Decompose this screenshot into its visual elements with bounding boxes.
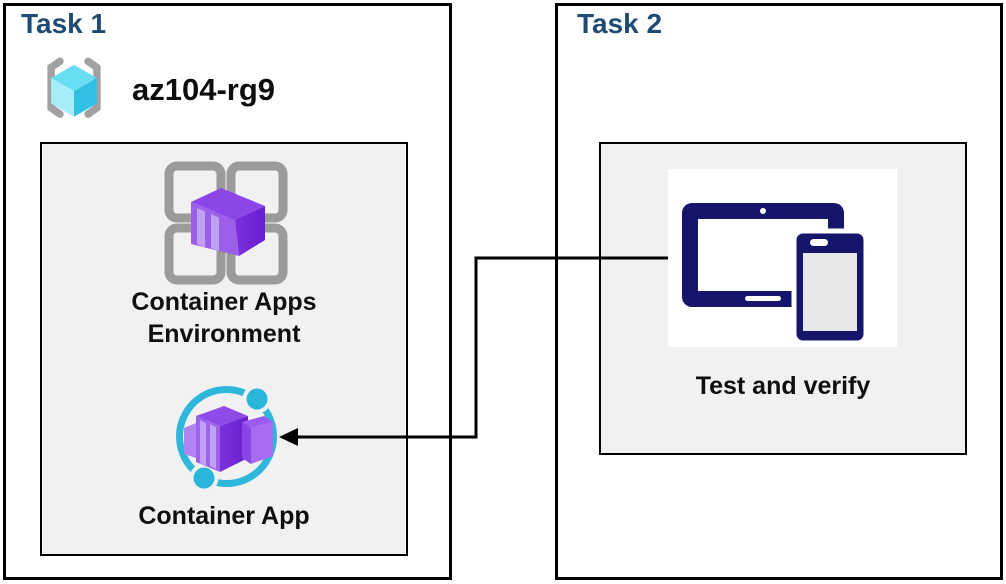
env-label-line2: Environment (147, 320, 301, 348)
container-app-icon (176, 384, 277, 493)
container-apps-environment-icon (164, 161, 288, 285)
container-app-label: Container App (138, 502, 310, 530)
purple-containers-shape (184, 406, 273, 472)
tablet-phone-devices-icon (682, 203, 866, 343)
test-and-verify-label: Test and verify (695, 372, 871, 400)
env-label-line1: Container Apps (131, 288, 317, 316)
left-bracket-shape (47, 57, 64, 118)
task1-title: Task 1 (21, 8, 107, 39)
container-apps-environment-label: Container Apps Environment (40, 286, 408, 350)
phone-shape (791, 228, 866, 343)
cyan-dots-shape (189, 384, 272, 493)
purple-container-shape (191, 188, 265, 256)
resource-group-name: az104-rg9 (132, 72, 276, 107)
cyan-cube-shape (51, 64, 97, 117)
cyan-ring-shape (176, 386, 277, 487)
task2-title: Task 2 (577, 8, 663, 39)
resource-group-icon (47, 57, 101, 118)
